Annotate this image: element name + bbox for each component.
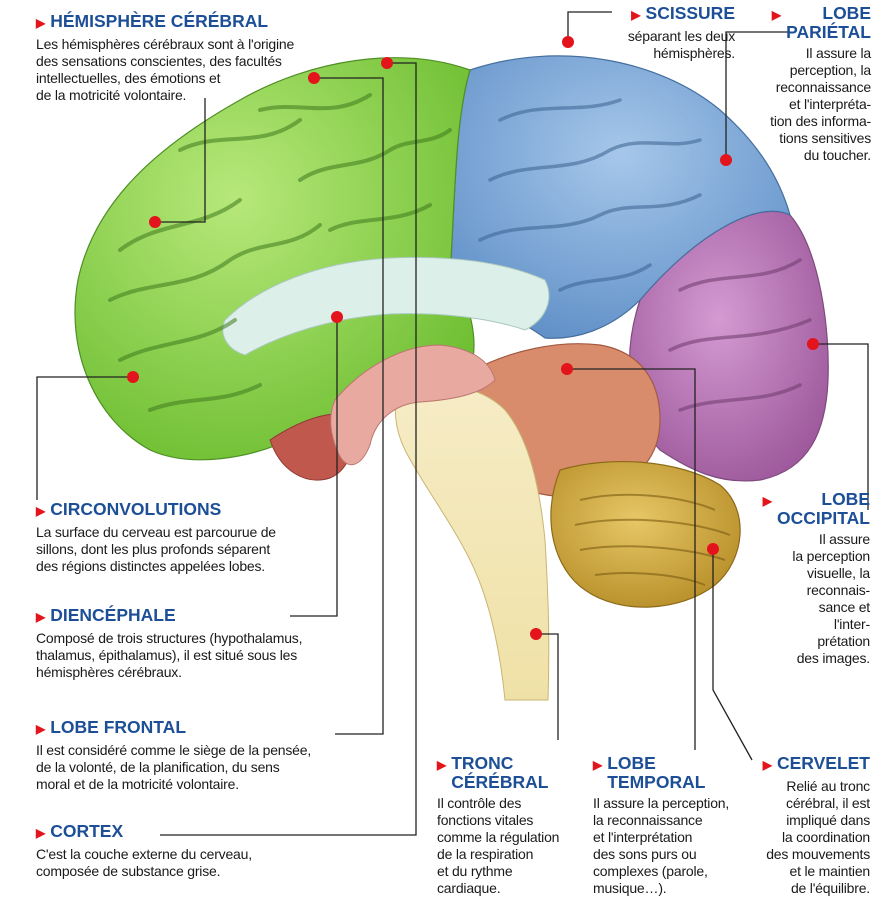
dot-scissure [562, 36, 574, 48]
cerebellum [550, 460, 741, 608]
temporal-desc: Il assure la perception, la reconnaissan… [593, 795, 730, 896]
label-tronc: ▶ TRONC CÉRÉBRAL Il contrôle des fonction… [437, 754, 587, 897]
label-cervelet: ▶ CERVELET Relié au tronc cérébral, il es… [745, 754, 870, 897]
label-diencephale: ▶ DIENCÉPHALE Composé de trois structures… [36, 606, 356, 681]
dot-tronc [530, 628, 542, 640]
red-triangle-arrow-icon: ▶ [631, 8, 641, 22]
scissure-title: SCISSURE [645, 3, 735, 23]
label-scissure: ▶ SCISSURE séparant les deux hémisphères. [595, 4, 735, 62]
dot-parietal [720, 154, 732, 166]
label-parietal: ▶ LOBE PARIÉTAL Il assure la perception, … [745, 4, 871, 164]
dot-occipital [807, 338, 819, 350]
dot-diencephale [331, 311, 343, 323]
diencephalon [330, 344, 496, 466]
dot-cervelet [707, 543, 719, 555]
dot-cortex [381, 57, 393, 69]
occipital-gyri [668, 258, 812, 412]
diencephale-title: DIENCÉPHALE [50, 605, 176, 625]
dot-circonvolutions [127, 371, 139, 383]
cervelet-desc: Relié au tronc cérébral, il est impliqué… [766, 778, 870, 896]
red-triangle-arrow-icon: ▶ [771, 8, 782, 22]
hemisphere-title: HÉMISPHÈRE CÉRÉBRAL [50, 11, 269, 31]
leader-occipital [813, 343, 869, 510]
tronc-desc: Il contrôle des fonctions vitales comme … [437, 795, 560, 896]
label-occipital: ▶ LOBE OCCIPITAL Il assure la perception … [752, 490, 870, 667]
red-triangle-arrow-icon: ▶ [36, 16, 46, 30]
parietal-desc: Il assure la perception, la reconnaissan… [770, 45, 871, 163]
corpus-callosum [222, 256, 550, 356]
label-temporal: ▶ LOBE TEMPORAL Il assure la perception, … [593, 754, 753, 897]
leader-frontal [314, 77, 384, 735]
leader-tronc [536, 633, 559, 740]
scissure-desc: séparant les deux hémisphères. [627, 28, 735, 61]
leader-cervelet [712, 549, 753, 761]
leader-parietal [725, 31, 790, 160]
leader-cortex [160, 62, 417, 836]
tronc-title: TRONC CÉRÉBRAL [451, 753, 549, 792]
parietal-gyri [478, 98, 702, 292]
red-triangle-arrow-icon: ▶ [36, 504, 46, 518]
leader-diencephale [290, 317, 338, 617]
hemisphere-desc: Les hémisphères cérébraux sont à l'origi… [36, 36, 295, 103]
red-triangle-arrow-icon: ▶ [593, 758, 603, 772]
cortex-title: CORTEX [50, 821, 124, 841]
cervelet-title: CERVELET [776, 753, 870, 773]
diencephale-desc: Composé de trois structures (hypothalamu… [36, 630, 303, 680]
leader-scissure [567, 11, 612, 42]
occipital-title: LOBE OCCIPITAL [776, 489, 870, 528]
red-triangle-arrow-icon: ▶ [437, 758, 447, 772]
occipital-desc: Il assure la perception visuelle, la rec… [792, 531, 870, 666]
dot-hemisphere [149, 216, 161, 228]
cerebellum-folia [574, 493, 731, 586]
frontal-title: LOBE FRONTAL [50, 717, 187, 737]
dot-temporal [561, 363, 573, 375]
label-hemisphere: ▶ HÉMISPHÈRE CÉRÉBRAL Les hémisphères cér… [36, 12, 366, 104]
red-triangle-arrow-icon: ▶ [36, 722, 46, 736]
parietal-title: LOBE PARIÉTAL [786, 3, 871, 42]
label-circonvolutions: ▶ CIRCONVOLUTIONS La surface du cerveau e… [36, 500, 346, 575]
temporal-title: LOBE TEMPORAL [607, 753, 706, 792]
dot-frontal [308, 72, 320, 84]
red-triangle-arrow-icon: ▶ [762, 494, 772, 508]
leader-lines [36, 11, 869, 836]
gyri-lines [108, 93, 452, 412]
frontal-desc: Il est considéré comme le siège de la pe… [36, 742, 312, 792]
red-triangle-arrow-icon: ▶ [762, 758, 772, 772]
marker-dots [127, 36, 819, 640]
label-frontal: ▶ LOBE FRONTAL Il est considéré comme le … [36, 718, 366, 793]
red-triangle-arrow-icon: ▶ [36, 826, 46, 840]
circonvolutions-desc: La surface du cerveau est parcourue de s… [36, 524, 276, 574]
red-triangle-arrow-icon: ▶ [36, 610, 46, 624]
label-cortex: ▶ CORTEX C'est la couche externe du cerve… [36, 822, 336, 880]
leader-temporal [567, 368, 696, 750]
brainstem [395, 384, 550, 701]
cortex-desc: C'est la couche externe du cerveau, comp… [36, 846, 252, 879]
circonvolutions-title: CIRCONVOLUTIONS [50, 499, 222, 519]
leader-circonvolutions [36, 376, 133, 500]
leader-hemisphere [155, 98, 206, 223]
